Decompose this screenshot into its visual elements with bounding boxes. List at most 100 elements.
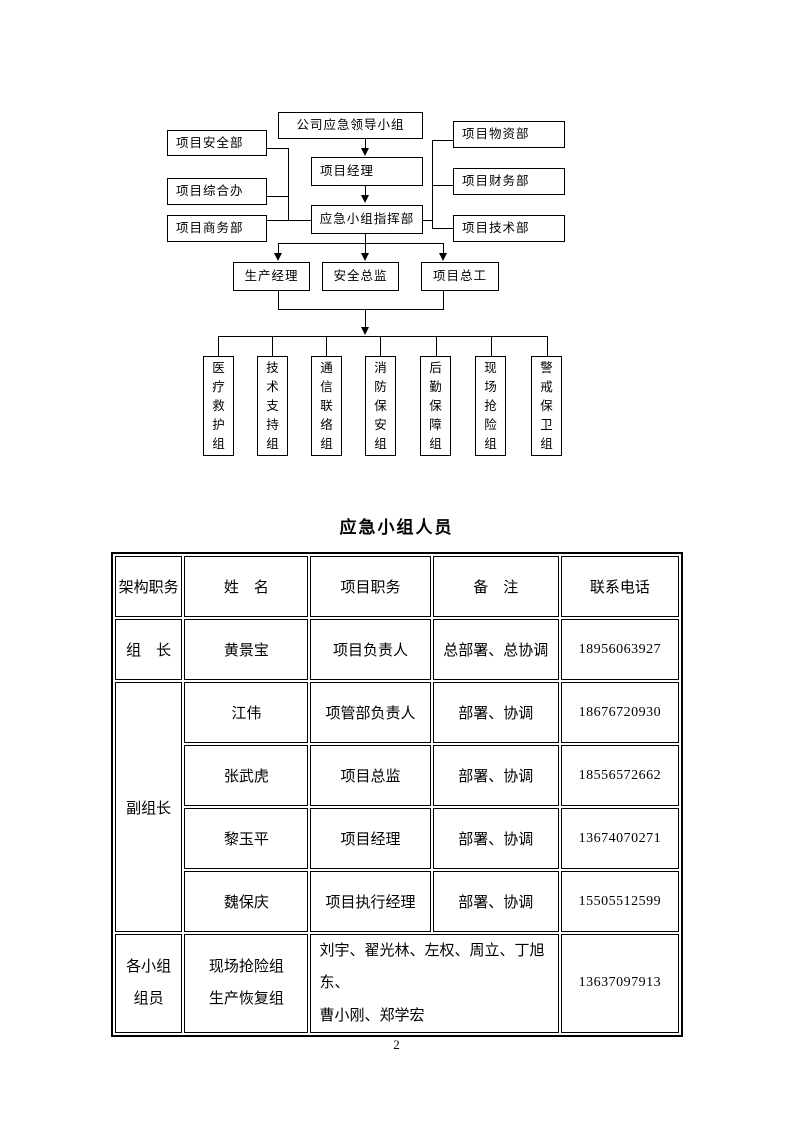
connector-line [432, 140, 433, 228]
group-label: 医疗救护组 [212, 360, 225, 451]
org-box-medical-rescue-group: 医疗救护组 [203, 356, 234, 456]
table-row-deputy-1: 副组长 江伟 项管部负责人 部署、协调 18676720930 [115, 682, 679, 932]
org-box-production-manager: 生产经理 [233, 262, 310, 291]
group-label: 后勤保障组 [429, 360, 442, 451]
cell-position: 项管部负责人 [310, 682, 431, 743]
org-box-emergency-command-center: 应急小组指挥部 [311, 205, 423, 234]
connector-line [365, 186, 366, 196]
cell-position: 项目负责人 [310, 619, 431, 680]
table-header-row: 架构职务 姓 名 项目职务 备 注 联系电话 [115, 556, 679, 617]
header-structure-role: 架构职务 [115, 556, 183, 617]
connector-line [491, 336, 492, 356]
org-box-logistics-support-group: 后勤保障组 [420, 356, 451, 456]
org-box-project-commerce-dept: 项目商务部 [167, 215, 267, 242]
arrow-down-icon [274, 253, 282, 261]
org-box-fire-security-group: 消防保安组 [365, 356, 396, 456]
connector-line [365, 309, 366, 328]
connector-line [218, 336, 219, 356]
org-box-project-general-office: 项目综合办 [167, 178, 267, 205]
connector-line [218, 336, 548, 337]
org-box-project-finance-dept: 项目财务部 [453, 168, 565, 195]
cell-note: 部署、协调 [432, 745, 559, 806]
table-row-members: 各小组 组员 现场抢险组 生产恢复组 刘宇、翟光林、左权、周立、丁旭东、 曹小刚… [115, 934, 679, 1033]
group-label: 消防保安组 [374, 360, 387, 451]
cell-position: 项目总监 [310, 745, 431, 806]
cell-name: 黎玉平 [184, 808, 309, 869]
org-box-project-materials-dept: 项目物资部 [453, 121, 565, 148]
table-row-deputy-4: 魏保庆 项目执行经理 部署、协调 15505512599 [115, 871, 679, 932]
org-box-communication-liaison-group: 通信联络组 [311, 356, 342, 456]
header-remark: 备 注 [432, 556, 559, 617]
group-label: 警戒保卫组 [540, 360, 553, 451]
page-number: 2 [393, 1037, 400, 1052]
personnel-table: 架构职务 姓 名 项目职务 备 注 联系电话 组 长 黄景宝 项目负责人 总部署… [111, 552, 683, 1037]
connector-line [423, 220, 432, 221]
table-row-deputy-2: 张武虎 项目总监 部署、协调 18556572662 [115, 745, 679, 806]
connector-line [365, 139, 366, 149]
connector-line [380, 336, 381, 356]
arrow-down-icon [361, 148, 369, 156]
group-line: 现场抢险组 [208, 959, 284, 976]
connector-line [272, 336, 273, 356]
table-row-leader: 组 长 黄景宝 项目负责人 总部署、总协调 18956063927 [115, 619, 679, 680]
cell-note: 部署、协调 [432, 871, 559, 932]
connector-line [547, 336, 548, 356]
connector-line [278, 309, 444, 310]
cell-position: 项目经理 [310, 808, 431, 869]
cell-name: 魏保庆 [184, 871, 309, 932]
group-label: 技术支持组 [266, 360, 279, 451]
cell-name: 江伟 [184, 682, 309, 743]
arrow-down-icon [361, 327, 369, 335]
connector-line [432, 228, 453, 229]
org-box-project-safety-dept: 项目安全部 [167, 130, 267, 156]
cell-position: 项目执行经理 [310, 871, 431, 932]
cell-role-deputy: 副组长 [115, 682, 183, 932]
group-line: 生产恢复组 [208, 991, 284, 1008]
org-box-project-technology-dept: 项目技术部 [453, 215, 565, 242]
header-name: 姓 名 [184, 556, 309, 617]
cell-phone: 18956063927 [560, 619, 679, 680]
connector-line [278, 243, 443, 244]
arrow-down-icon [361, 253, 369, 261]
header-project-role: 项目职务 [310, 556, 431, 617]
connector-line [267, 220, 311, 221]
connector-line [443, 291, 444, 309]
names-line: 曹小刚、郑学宏 [319, 1007, 425, 1024]
arrow-down-icon [361, 195, 369, 203]
cell-phone: 18676720930 [560, 682, 679, 743]
org-box-chief-engineer: 项目总工 [421, 262, 499, 291]
role-line: 各小组 [126, 959, 172, 976]
cell-phone: 13637097913 [560, 934, 679, 1033]
org-box-project-manager: 项目经理 [311, 157, 423, 186]
role-line: 组员 [133, 991, 164, 1008]
connector-line [365, 234, 366, 243]
cell-phone: 15505512599 [560, 871, 679, 932]
org-box-company-emergency-leading-group: 公司应急领导小组 [278, 112, 423, 139]
cell-phone: 13674070271 [560, 808, 679, 869]
group-label: 通信联络组 [320, 360, 333, 451]
cell-member-groups: 现场抢险组 生产恢复组 [184, 934, 309, 1033]
org-box-safety-director: 安全总监 [322, 262, 399, 291]
cell-member-names: 刘宇、翟光林、左权、周立、丁旭东、 曹小刚、郑学宏 [310, 934, 559, 1033]
connector-line [436, 336, 437, 356]
connector-line [267, 196, 288, 197]
names-line: 刘宇、翟光林、左权、周立、丁旭东、 [319, 943, 545, 992]
cell-note: 总部署、总协调 [432, 619, 559, 680]
table-row-deputy-3: 黎玉平 项目经理 部署、协调 13674070271 [115, 808, 679, 869]
connector-line [432, 140, 453, 141]
cell-name: 张武虎 [184, 745, 309, 806]
cell-note: 部署、协调 [432, 682, 559, 743]
connector-line [267, 148, 288, 149]
connector-line [365, 243, 366, 254]
cell-role-members: 各小组 组员 [115, 934, 183, 1033]
cell-role: 组 长 [115, 619, 183, 680]
connector-line [326, 336, 327, 356]
org-box-security-guard-group: 警戒保卫组 [531, 356, 562, 456]
group-label: 现场抢险组 [484, 360, 497, 451]
header-phone: 联系电话 [560, 556, 679, 617]
connector-line [278, 243, 279, 254]
connector-line [278, 291, 279, 309]
arrow-down-icon [439, 253, 447, 261]
cell-name: 黄景宝 [184, 619, 309, 680]
